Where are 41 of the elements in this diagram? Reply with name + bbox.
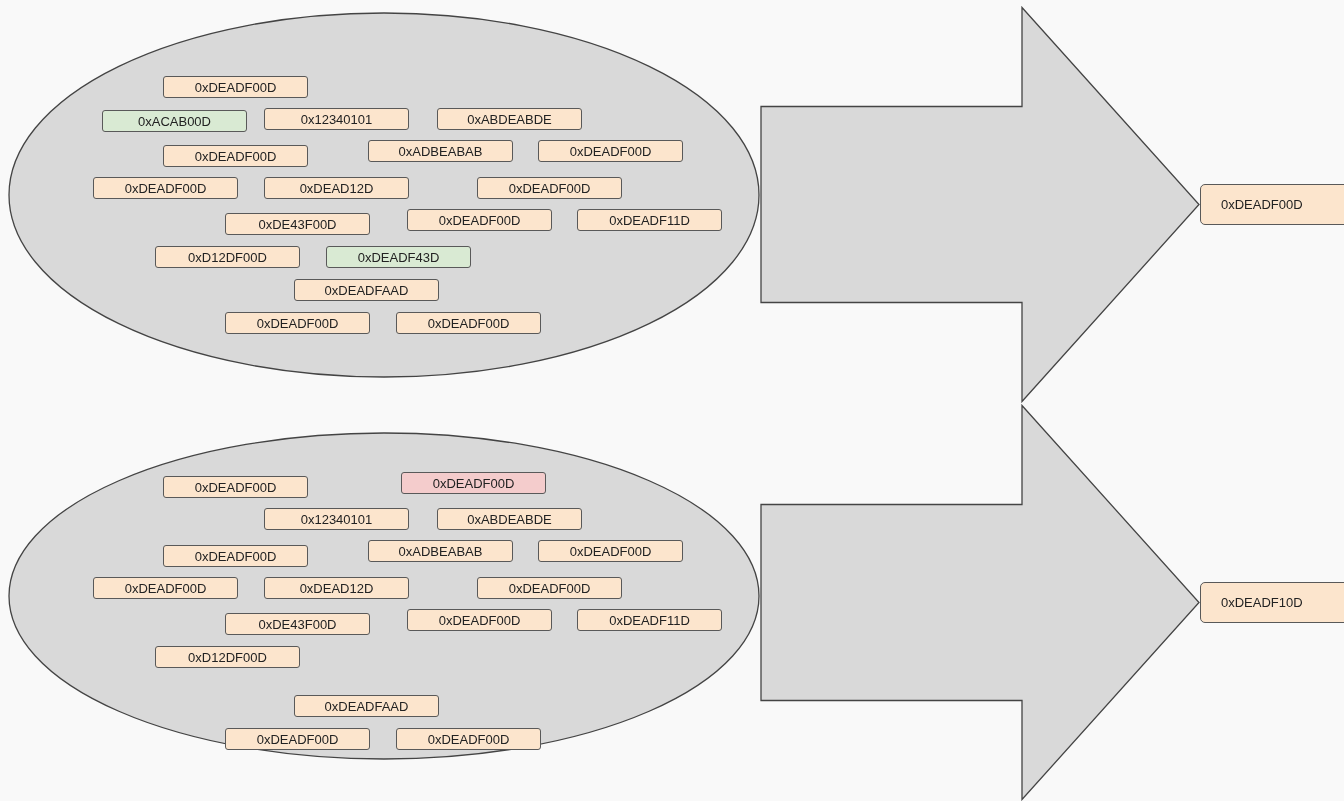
value-box: 0xDEADF00D — [225, 728, 370, 750]
ellipse-group — [8, 432, 760, 760]
value-box: 0xDEADFAAD — [294, 279, 439, 301]
value-box: 0xDEADF00D — [401, 472, 546, 494]
block-arrow — [760, 5, 1200, 404]
value-box: 0xDEADF11D — [577, 209, 722, 231]
value-box: 0xDEADF00D — [407, 209, 552, 231]
value-box: 0x12340101 — [264, 108, 409, 130]
value-box: 0xDEADF43D — [326, 246, 471, 268]
value-box: 0xDEAD12D — [264, 177, 409, 199]
value-box: 0xDEADF00D — [93, 577, 238, 599]
value-box: 0xDEADF00D — [163, 145, 308, 167]
value-box: 0xDEADF00D — [538, 540, 683, 562]
value-box: 0xDEADF00D — [477, 577, 622, 599]
value-box: 0xDEADF00D — [477, 177, 622, 199]
value-box: 0xDEADF00D — [538, 140, 683, 162]
value-box: 0xD12DF00D — [155, 246, 300, 268]
value-box: 0xABDEABDE — [437, 108, 582, 130]
value-box: 0xDEADF00D — [396, 312, 541, 334]
value-box: 0xDEADF00D — [407, 609, 552, 631]
value-box: 0xABDEABDE — [437, 508, 582, 530]
value-box: 0xDEADF00D — [396, 728, 541, 750]
value-box: 0xDEADFAAD — [294, 695, 439, 717]
value-box: 0xDEADF00D — [225, 312, 370, 334]
value-box: 0xDEADF00D — [1200, 184, 1344, 225]
block-arrow — [760, 403, 1200, 801]
value-box: 0xDEADF00D — [163, 476, 308, 498]
value-box: 0xACAB00D — [102, 110, 247, 132]
value-box: 0xADBEABAB — [368, 140, 513, 162]
ellipse-group — [8, 12, 760, 378]
value-box: 0xDEADF00D — [93, 177, 238, 199]
value-box: 0xDE43F00D — [225, 613, 370, 635]
value-box: 0xDEADF11D — [577, 609, 722, 631]
value-box: 0xDE43F00D — [225, 213, 370, 235]
value-box: 0xADBEABAB — [368, 540, 513, 562]
value-box: 0xDEADF00D — [163, 76, 308, 98]
value-box: 0xD12DF00D — [155, 646, 300, 668]
value-box: 0xDEADF10D — [1200, 582, 1344, 623]
value-box: 0x12340101 — [264, 508, 409, 530]
value-box: 0xDEADF00D — [163, 545, 308, 567]
value-box: 0xDEAD12D — [264, 577, 409, 599]
